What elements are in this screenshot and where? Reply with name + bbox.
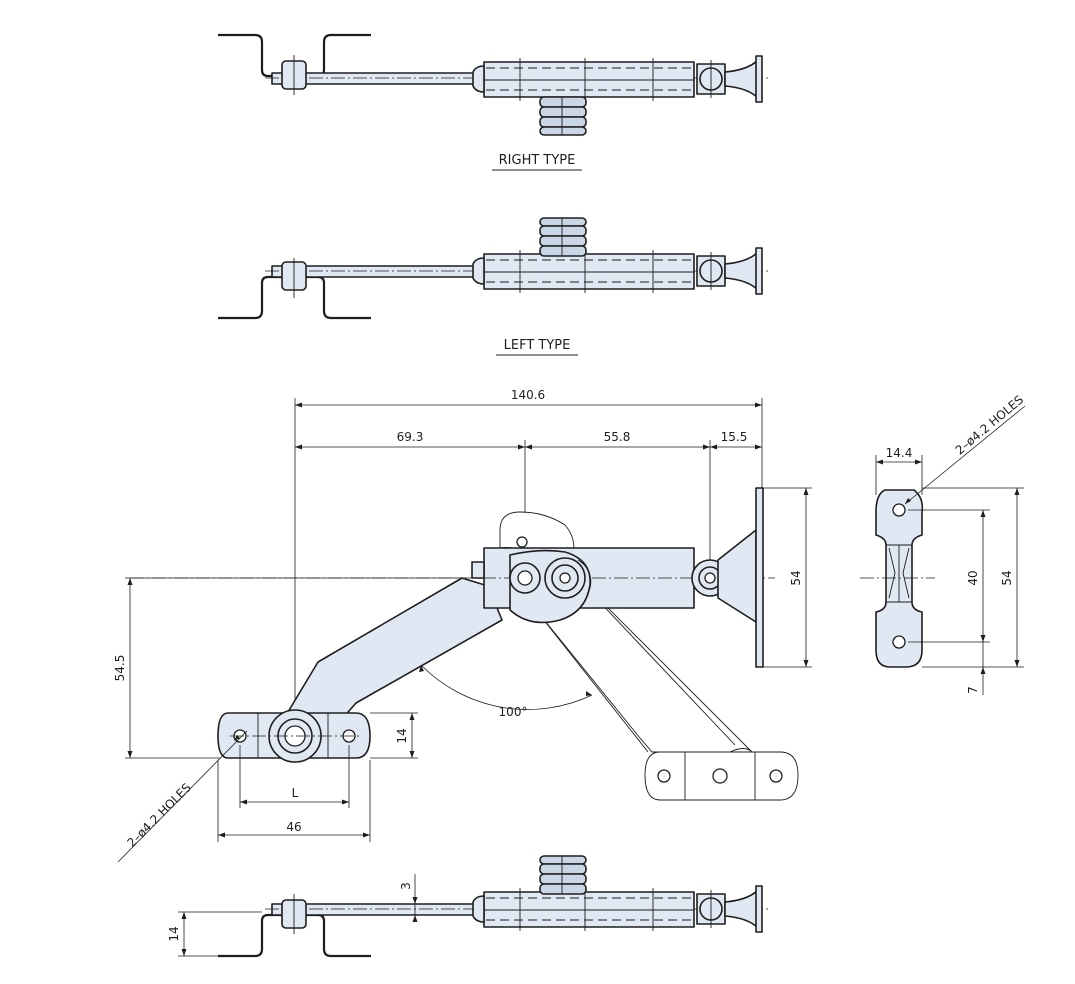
dim-side-height: 54	[1000, 570, 1014, 585]
left-type-housing	[483, 253, 695, 290]
right-type-housing	[483, 61, 695, 98]
bottom-view: 3 14	[167, 855, 770, 958]
end-plate	[755, 487, 764, 668]
left-type-view: LEFT TYPE	[218, 217, 770, 356]
dim-end-offset: 15.5	[721, 430, 748, 444]
dim-side-width: 14.4	[886, 446, 913, 460]
dim-rod-offset: 3	[399, 882, 413, 890]
pivot-hole	[517, 570, 533, 586]
side-hole-top	[892, 503, 906, 517]
dim-arm-length: 55.8	[604, 430, 631, 444]
dim-pivot-offset: 69.3	[397, 430, 424, 444]
right-type-view: RIGHT TYPE	[218, 33, 770, 171]
left-type-label: LEFT TYPE	[504, 338, 571, 353]
dim-height-right: 54	[789, 570, 803, 585]
dim-height-left: 54.5	[113, 655, 127, 682]
dim-side-hole-pitch: 40	[966, 570, 980, 585]
dim-base-height: 14	[395, 728, 409, 743]
front-view: 140.6 69.3 55.8 15.5	[113, 388, 812, 863]
left-type-knob	[539, 217, 587, 257]
bottom-plate	[724, 889, 759, 929]
right-type-knob	[539, 96, 587, 136]
dim-base-width: 46	[286, 820, 301, 834]
dim-angle: 100°	[499, 705, 528, 719]
dim-bottom-height: 14	[167, 926, 181, 941]
dim-side-edge: 7	[966, 686, 980, 694]
dim-overall-length: 140.6	[511, 388, 545, 402]
right-type-plate	[724, 59, 759, 99]
holes-note-side: 2–ø4.2 HOLES	[953, 393, 1027, 458]
side-view: 14.4 2–ø4.2 HOLES 40 7 54	[860, 393, 1026, 695]
bottom-knob	[539, 855, 587, 895]
end-bracket	[717, 529, 757, 623]
side-hole-bottom	[892, 635, 906, 649]
dim-hole-pitch: L	[292, 786, 299, 800]
holes-note-front: 2–ø4.2 HOLES	[124, 780, 193, 849]
right-type-label: RIGHT TYPE	[499, 153, 576, 168]
left-type-plate	[724, 251, 759, 291]
bottom-housing	[483, 891, 695, 928]
